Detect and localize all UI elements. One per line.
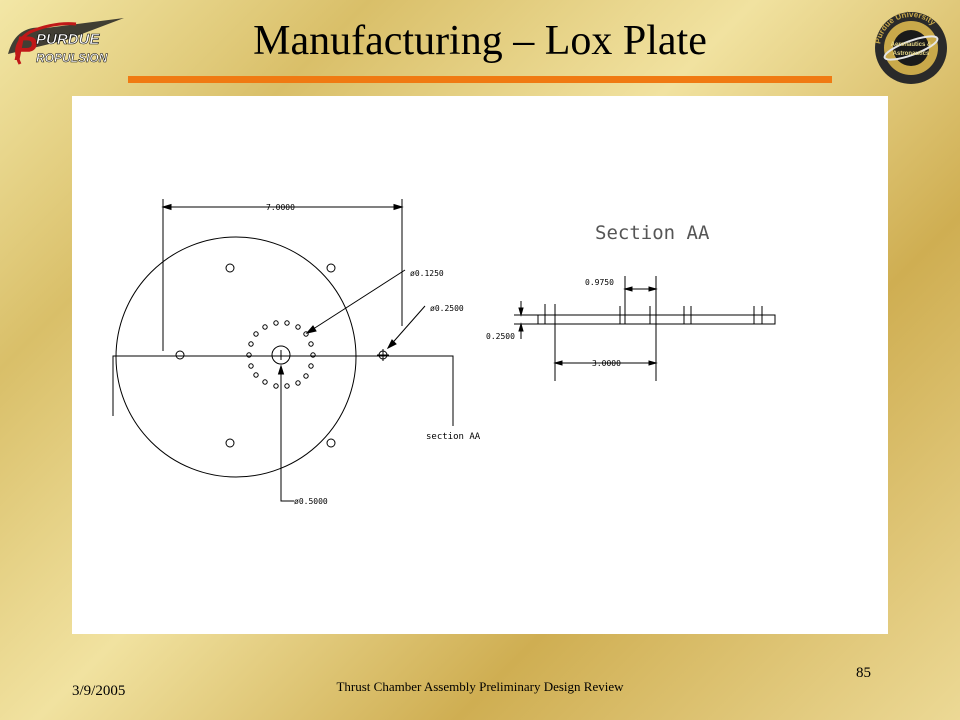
injector-hole bbox=[284, 383, 290, 389]
center-hole bbox=[271, 345, 291, 365]
footer-date: 3/9/2005 bbox=[72, 683, 126, 699]
center-hole-dimension-text: ø0.5000 bbox=[294, 497, 328, 506]
section-offset-dimension-text: 0.9750 bbox=[585, 278, 614, 287]
section-offset-arrow-left bbox=[623, 286, 633, 292]
section-hole-lines bbox=[544, 276, 763, 381]
injector-hole bbox=[246, 352, 252, 358]
injector-hole bbox=[248, 363, 254, 369]
width-dimension-text: 7.0000 bbox=[266, 203, 295, 212]
footer-presentation-title: Thrust Chamber Assembly Preliminary Desi… bbox=[336, 679, 624, 694]
section-view-title: Section AA bbox=[595, 222, 710, 244]
width-arrow-right bbox=[393, 203, 404, 211]
injector-hole bbox=[248, 341, 254, 347]
injector-hole bbox=[284, 320, 290, 326]
seal-text-bottom: Astronautics bbox=[893, 51, 930, 57]
bolt-hole-top-right bbox=[326, 263, 336, 273]
leader-small-hole-arrow bbox=[305, 325, 317, 334]
seal-text-mid: Aeronautics & bbox=[891, 42, 932, 48]
injector-hole bbox=[308, 341, 314, 347]
plate-outline bbox=[115, 236, 357, 478]
injector-hole-ring bbox=[246, 320, 316, 389]
bolt-hole-bottom-right bbox=[326, 438, 336, 448]
leader-center-hole bbox=[280, 366, 294, 502]
section-span-arrow-left bbox=[553, 360, 563, 366]
injector-hole bbox=[295, 324, 301, 330]
small-hole-dimension-text: ø0.1250 bbox=[410, 269, 444, 278]
logo-text-purdue: PURDUE bbox=[36, 31, 100, 48]
leader-side-hole bbox=[387, 305, 426, 349]
section-span-dimension-text: 3.0000 bbox=[592, 359, 621, 368]
slide-title: Manufacturing – Lox Plate bbox=[253, 18, 707, 64]
section-cut-label: section AA bbox=[426, 432, 481, 442]
bolt-hole-bottom-left bbox=[225, 438, 235, 448]
side-hole-left bbox=[175, 350, 185, 360]
title-underline bbox=[128, 76, 832, 83]
injector-hole bbox=[310, 352, 316, 358]
logo-text-propulsion: ROPULSION bbox=[36, 51, 108, 65]
logo-initial: P bbox=[14, 30, 37, 68]
purdue-propulsion-logo: P PURDUE ROPULSION bbox=[8, 18, 124, 68]
injector-hole bbox=[303, 373, 309, 379]
section-thickness-dimension-text: 0.2500 bbox=[486, 332, 515, 341]
bolt-hole-top-left bbox=[225, 263, 235, 273]
injector-hole bbox=[253, 331, 259, 337]
section-span-arrow-right bbox=[648, 360, 658, 366]
section-offset-arrow-right bbox=[648, 286, 658, 292]
leader-side-hole-arrow bbox=[386, 339, 397, 350]
injector-hole bbox=[273, 383, 279, 389]
injector-hole bbox=[308, 363, 314, 369]
leader-center-hole-arrow bbox=[277, 364, 285, 375]
thickness-arrow-bottom bbox=[518, 322, 524, 332]
section-cut-line bbox=[112, 355, 454, 426]
injector-hole bbox=[303, 331, 309, 337]
injector-hole bbox=[262, 324, 268, 330]
injector-hole bbox=[253, 372, 259, 378]
thickness-arrow-top bbox=[518, 307, 524, 317]
injector-hole bbox=[273, 320, 279, 326]
injector-hole bbox=[295, 380, 301, 386]
side-hole-dimension-text: ø0.2500 bbox=[430, 304, 464, 313]
page-number: 85 bbox=[856, 665, 871, 681]
lox-plate-drawing: 7.0000 ø0.1250 ø0.2500 ø0.5000 section A… bbox=[112, 199, 776, 506]
purdue-aa-seal-logo: Purdue University Aeronautics & Astronau… bbox=[873, 10, 947, 84]
leader-small-hole bbox=[306, 269, 406, 334]
width-arrow-left bbox=[161, 203, 172, 211]
engineering-drawing-panel: 7.0000 ø0.1250 ø0.2500 ø0.5000 section A… bbox=[72, 96, 888, 634]
injector-hole bbox=[262, 379, 268, 385]
